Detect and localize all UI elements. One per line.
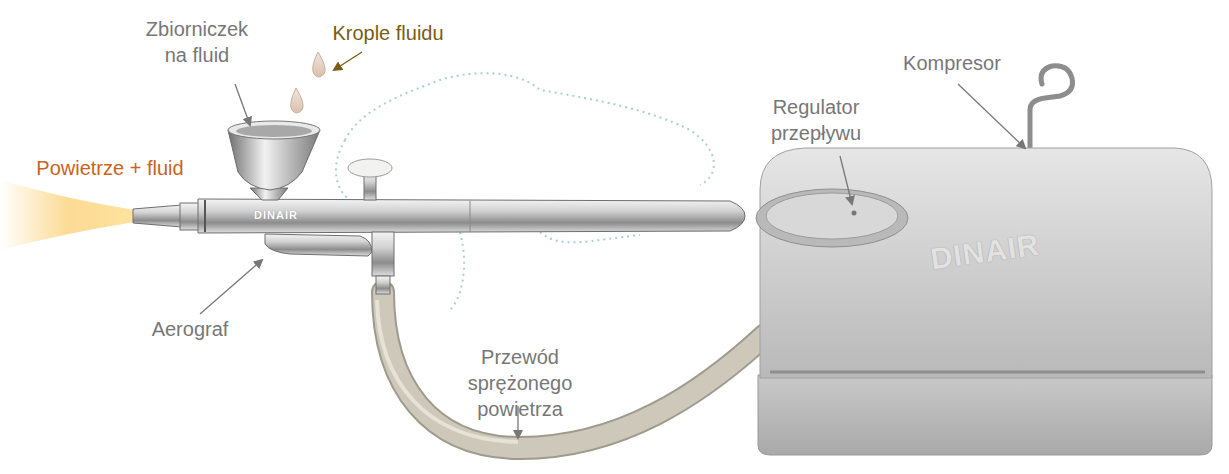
- part-label: Zbiorniczek na fluid: [135, 16, 260, 68]
- flow-label: Powietrze + fluid: [10, 155, 210, 181]
- part-label: Aerograf: [130, 316, 250, 342]
- brand-mark: DINAIR: [246, 208, 306, 222]
- part-label: Krople fluidu: [308, 20, 468, 46]
- part-label: Przewód sprężonego powietrza: [455, 344, 585, 422]
- part-label: Regulator przepływu: [754, 94, 879, 146]
- part-label: Kompresor: [882, 50, 1022, 76]
